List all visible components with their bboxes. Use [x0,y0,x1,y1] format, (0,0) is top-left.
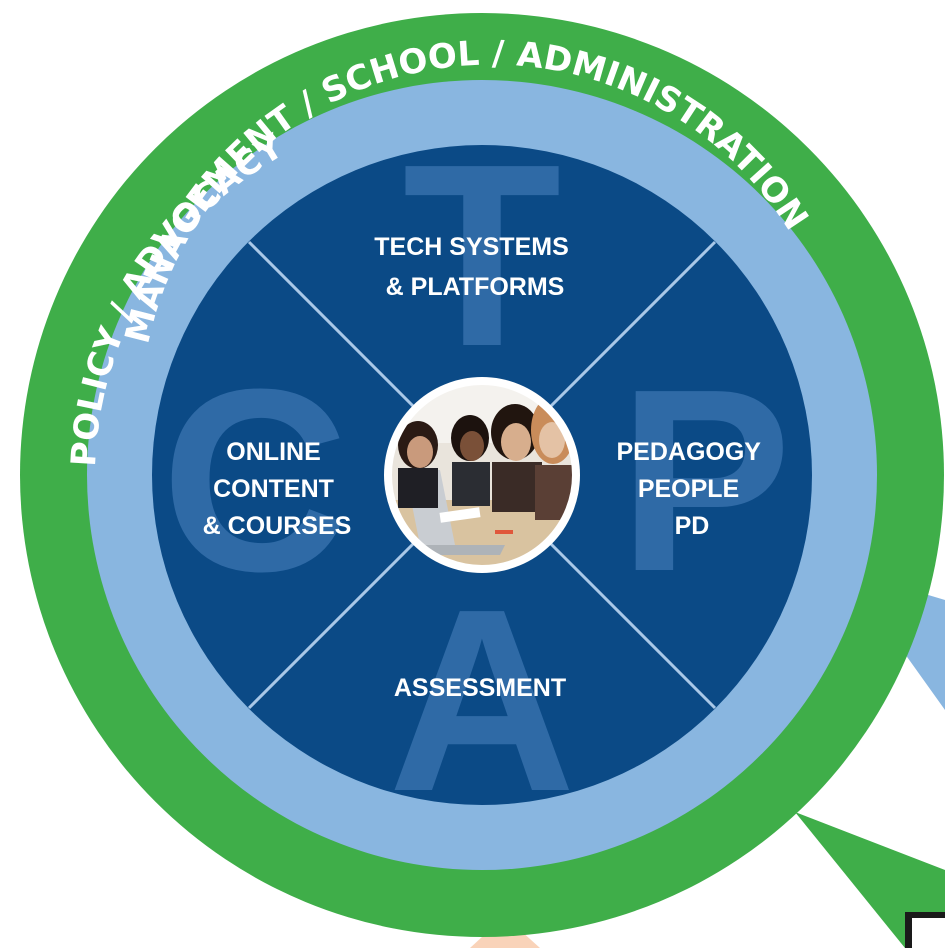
divider-line-sw [247,538,419,710]
online-content-label: ONLINE CONTENT & COURSES [203,438,352,540]
divider-line-ne [545,240,717,412]
ghost-letter-p: P [618,336,791,626]
ghost-letter-a: A [388,556,576,846]
orange-arrow-mark [470,925,540,948]
ghost-letter-c: C [161,336,349,626]
tech-systems-label: TECH SYSTEMS & PLATFORMS [374,233,575,301]
divider-line-se [545,538,717,710]
assessment-label: ASSESSMENT [394,674,566,702]
ghost-letter-t: T [403,111,562,401]
divider-line-nw [247,240,419,412]
students-at-laptop-photo [390,383,574,567]
pedagogy-label: PEDAGOGY PEOPLE PD [617,438,768,540]
